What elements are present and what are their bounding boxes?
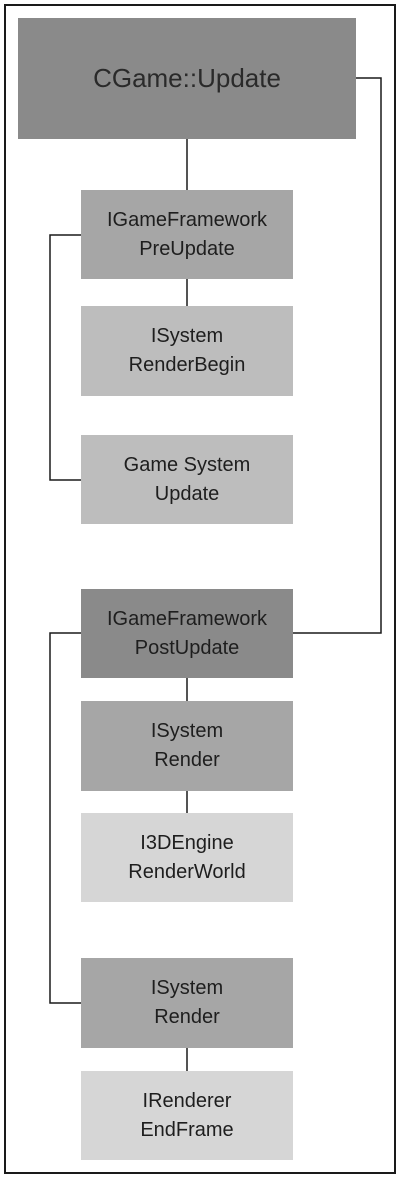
node-gamesystem-update: Game System Update (81, 435, 293, 524)
node-system-render-1: ISystem Render (81, 701, 293, 791)
node-system-renderbegin: ISystem RenderBegin (81, 306, 293, 396)
node-label-line1: ISystem (150, 720, 224, 742)
node-gameframework-preupdate: IGameFramework PreUpdate (81, 190, 293, 279)
node-label-line1: I3DEngine (140, 831, 234, 854)
node-label-line1: ISystem (150, 325, 224, 347)
node-label: CGame::Update (93, 63, 281, 93)
node-renderer-endframe: IRenderer EndFrame (81, 1071, 293, 1160)
connector-preupdate-bracket (49, 234, 81, 481)
node-label-line1: Game System (123, 453, 251, 476)
node-label-line2: RenderWorld (128, 860, 246, 883)
node-label-line2: PostUpdate (134, 636, 240, 659)
node-gameframework-postupdate: IGameFramework PostUpdate (81, 589, 293, 678)
node-cgame-update: CGame::Update (18, 18, 356, 139)
connector-postupdate-bracket (49, 632, 81, 1004)
node-label-line1: IGameFramework (106, 208, 268, 231)
node-label-line2: EndFrame (140, 1118, 234, 1141)
connector-update-to-postupdate (293, 77, 382, 634)
node-system-render-2: ISystem Render (81, 958, 293, 1048)
diagram-frame (4, 4, 396, 1174)
node-label-line2: RenderBegin (128, 354, 246, 376)
node-label-line1: IGameFramework (106, 607, 268, 630)
node-label-line1: ISystem (150, 977, 224, 999)
node-label-line2: PreUpdate (139, 237, 235, 260)
node-engine-renderworld: I3DEngine RenderWorld (81, 813, 293, 902)
node-label-line2: Render (154, 1006, 220, 1028)
node-label-line2: Render (154, 749, 220, 771)
node-label-line1: IRenderer (142, 1089, 232, 1112)
node-label-line2: Update (154, 482, 220, 505)
